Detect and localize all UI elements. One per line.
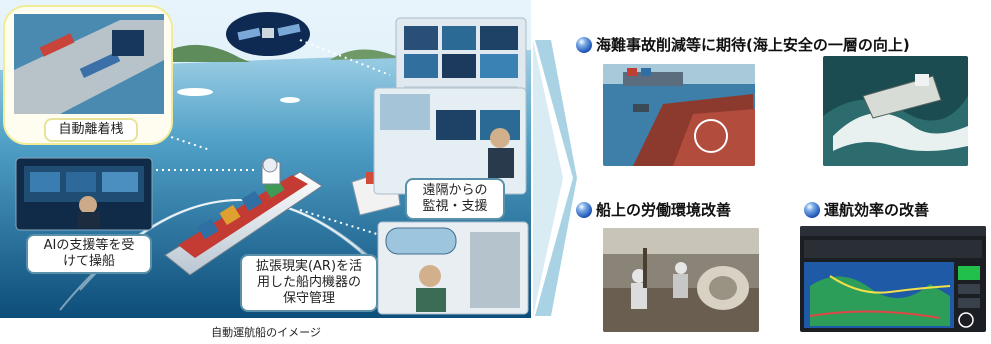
satellite <box>226 12 310 56</box>
bridge-inset <box>15 157 153 231</box>
benefit-labor-heading: 船上の労働環境改善 <box>576 199 731 220</box>
benefit-safety-heading: 海難事故削減等に期待(海上安全の一層の向上) <box>576 34 910 55</box>
ar-inset <box>377 221 529 315</box>
photo-stormy-sea <box>823 56 968 166</box>
callout-auto-berthing: 自動離着桟 <box>44 118 138 142</box>
bullet-icon <box>804 201 820 218</box>
operator-inset <box>373 87 527 195</box>
callout-ai-support-label: AIの支援等を受けて操船 <box>43 238 135 269</box>
bullet-icon <box>576 36 592 53</box>
callout-remote-monitor: 遠隔からの監視・支援 <box>405 178 505 220</box>
autonomous-ship-illustration: 自動離着桟 AIの支援等を受けて操船 遠隔からの監視・支援 拡張現実(AR)を活… <box>0 0 531 318</box>
callout-auto-berthing-label: 自動離着桟 <box>58 122 124 137</box>
callout-remote-monitor-label: 遠隔からの監視・支援 <box>422 183 488 214</box>
container-ship <box>164 161 323 276</box>
illustration-caption: 自動運航船のイメージ <box>211 326 321 339</box>
photo-deck-workers <box>603 228 759 332</box>
callout-ar-maintenance: 拡張現実(AR)を活用した船内機器の保守管理 <box>240 254 378 312</box>
right-arrow-icon <box>533 40 577 316</box>
port-inset <box>3 5 173 145</box>
benefit-efficiency-heading: 運航効率の改善 <box>804 199 929 220</box>
bullet-icon <box>576 201 592 218</box>
benefit-efficiency-text: 運航効率の改善 <box>824 201 930 219</box>
callout-ai-support: AIの支援等を受けて操船 <box>26 234 152 274</box>
callout-ar-maintenance-label: 拡張現実(AR)を活用した船内機器の保守管理 <box>255 259 363 306</box>
benefit-labor-text: 船上の労働環境改善 <box>596 201 732 219</box>
photo-route-dashboard <box>800 226 986 332</box>
benefit-safety-text: 海難事故削減等に期待(海上安全の一層の向上) <box>596 36 910 54</box>
photo-vessel-deck <box>603 64 755 166</box>
